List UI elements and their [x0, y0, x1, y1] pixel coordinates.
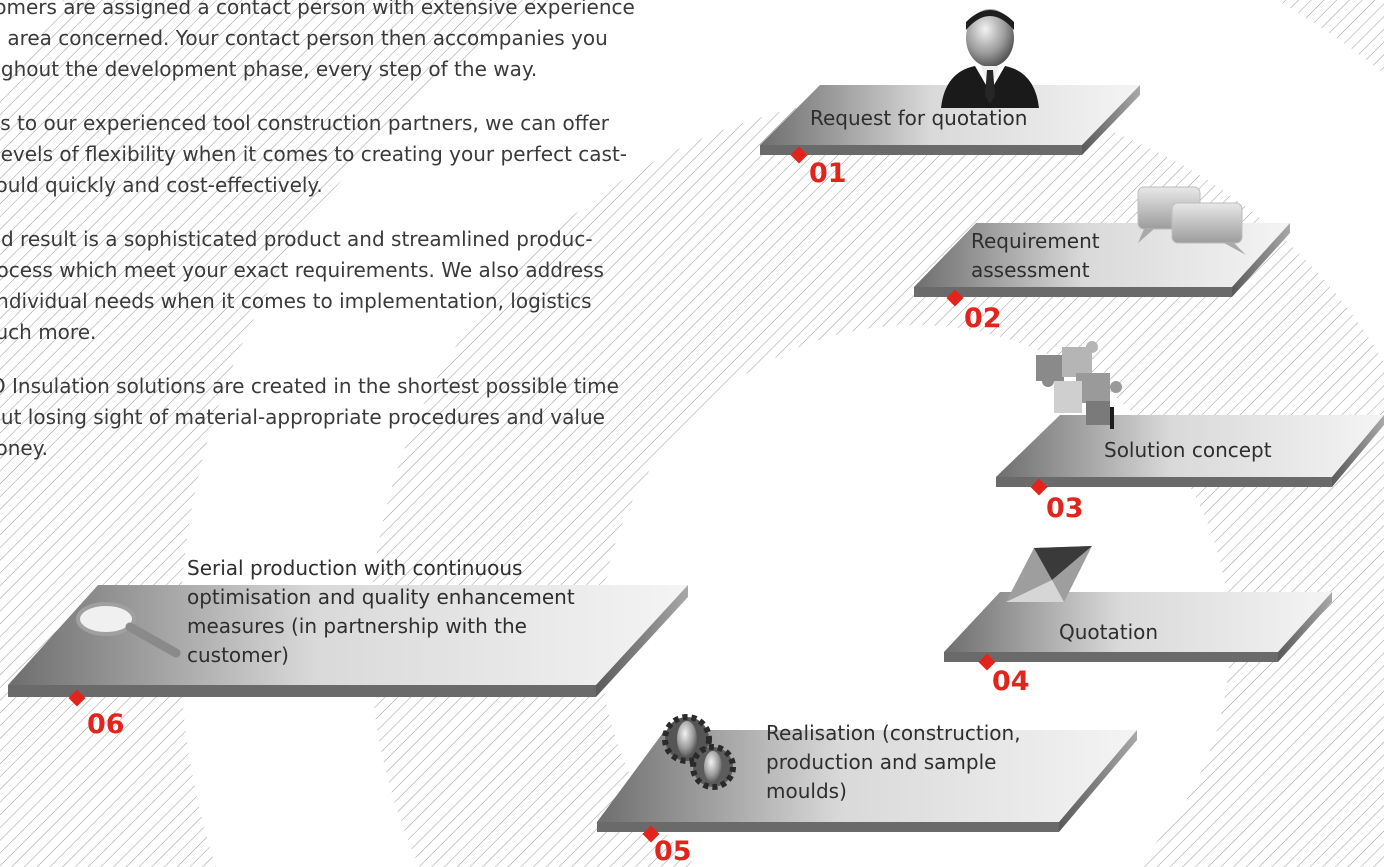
step-number: 02: [964, 303, 1002, 334]
intro-line: nks to our experienced tool construction…: [0, 111, 610, 135]
step-number: 01: [809, 158, 847, 189]
intro-paragraph-1: stomers are assigned a contact person wi…: [0, 0, 715, 85]
step-06: Serial production with continuous optimi…: [8, 556, 698, 775]
step-label: Request for quotation: [810, 104, 1100, 133]
speech-bubbles-icon: [1137, 186, 1246, 255]
person-icon: [941, 9, 1039, 108]
intro-line: hout losing sight of material-appropriat…: [0, 405, 605, 429]
envelope-icon: [1006, 546, 1092, 602]
intro-line: r individual needs when it comes to impl…: [0, 289, 592, 313]
puzzle-icon: [1036, 341, 1122, 429]
intro-paragraph-4: RO Insulation solutions are created in t…: [0, 371, 715, 464]
step-plate: [8, 585, 688, 697]
intro-line: money.: [0, 436, 49, 460]
intro-line: oughout the development phase, every ste…: [0, 57, 538, 81]
step-label-line: optimisation and quality enhancement: [187, 585, 575, 609]
step-02: Requirement assessment 02: [914, 186, 1304, 343]
step-plate: [760, 85, 1140, 155]
step-01: Request for quotation 01: [760, 9, 1150, 205]
intro-line: stomers are assigned a contact person wi…: [0, 0, 635, 19]
step-label-line: moulds): [766, 779, 847, 803]
intro-line: RO Insulation solutions are created in t…: [0, 374, 619, 398]
intro-line: end result is a sophisticated product an…: [0, 227, 593, 251]
step-number: 06: [87, 709, 125, 740]
intro-paragraph-3: end result is a sophisticated product an…: [0, 224, 715, 348]
step-label: Quotation: [1059, 618, 1259, 647]
intro-line: h levels of flexibility when it comes to…: [0, 142, 627, 166]
step-label-line: Request for quotation: [810, 106, 1028, 130]
intro-line: mould quickly and cost-effectively.: [0, 173, 323, 197]
step-label: Realisation (construction, production an…: [766, 719, 1066, 806]
step-label: Requirement assessment: [971, 227, 1171, 285]
intro-line: he area concerned. Your contact person t…: [0, 26, 608, 50]
intro-paragraph-2: nks to our experienced tool construction…: [0, 108, 715, 201]
step-number: 05: [654, 836, 692, 867]
intro-line: much more.: [0, 320, 97, 344]
intro-text: stomers are assigned a contact person wi…: [0, 0, 715, 487]
step-label: Serial production with continuous optimi…: [187, 554, 627, 670]
step-number: 04: [992, 666, 1030, 697]
step-number: 03: [1046, 493, 1084, 524]
step-label-line: Serial production with continuous: [187, 556, 523, 580]
step-04: Quotation 04: [944, 546, 1334, 702]
step-label-line: Quotation: [1059, 620, 1159, 644]
step-label-line: measures (in partnership with the: [187, 614, 527, 638]
step-05: Realisation (construction, production an…: [597, 714, 1142, 867]
step-label-line: production and sample: [766, 750, 997, 774]
step-label: Solution concept: [1104, 436, 1344, 465]
gears-icon: [662, 714, 736, 790]
step-label-line: Requirement: [971, 229, 1100, 253]
step-label-line: assessment: [971, 258, 1090, 282]
step-label-line: Realisation (construction,: [766, 721, 1021, 745]
step-03: Solution concept 03: [996, 341, 1384, 535]
step-plate: [944, 592, 1332, 662]
intro-line: process which meet your exact requiremen…: [0, 258, 604, 282]
step-label-line: customer): [187, 643, 289, 667]
step-plate: [597, 730, 1137, 832]
magnifier-icon: [76, 602, 181, 658]
step-label-line: Solution concept: [1104, 438, 1272, 462]
step-plate: [996, 415, 1384, 487]
